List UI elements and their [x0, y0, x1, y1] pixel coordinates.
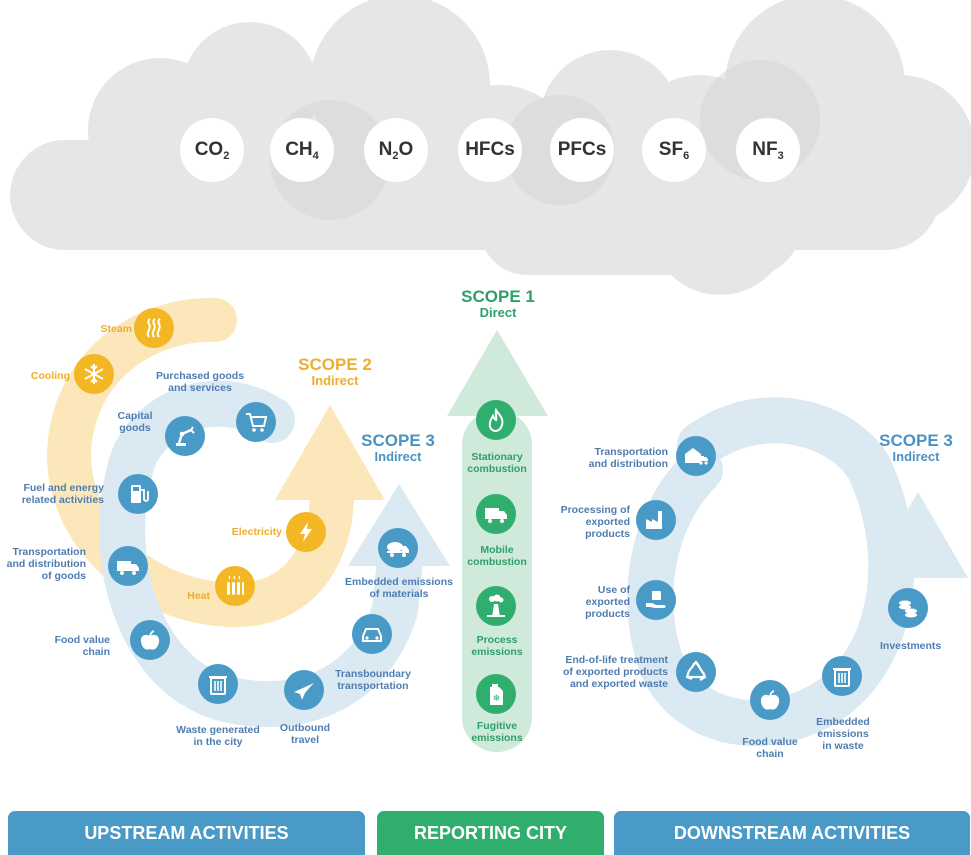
- car-icon: [352, 614, 392, 654]
- gas-sf6-sub: 6: [683, 150, 690, 162]
- label-transport-dist: Transportation and distribution: [588, 446, 668, 470]
- label-fuel-energy: Fuel and energy related activities: [21, 482, 104, 506]
- scope2-title: SCOPE 2: [298, 355, 372, 374]
- gas-pfcs-label: PFCs: [557, 139, 607, 160]
- label-mobile: Mobile combustion: [467, 544, 527, 568]
- scope3-upstream-heading: SCOPE 3 Indirect: [345, 432, 451, 463]
- label-capital-goods: Capital goods: [117, 410, 153, 434]
- flame-icon: [476, 400, 516, 440]
- gas-nf3-base: NF: [752, 139, 778, 160]
- reporting-city-label: REPORTING CITY: [413, 822, 567, 843]
- label-process: Process emissions: [471, 634, 523, 658]
- scope2-arrowhead: [275, 405, 385, 500]
- gas-pfcs: PFCs: [550, 118, 614, 182]
- shopping-cart-icon: [236, 402, 276, 442]
- gas-ch4-base: CH: [285, 139, 313, 160]
- reporting-city-bar: REPORTING CITY: [377, 811, 604, 855]
- recycle-icon: [676, 652, 716, 692]
- factory-icon: [636, 500, 676, 540]
- steam-icon: [134, 308, 174, 348]
- gas-n2o-a: N: [378, 139, 393, 160]
- apple-icon: [750, 680, 790, 720]
- label-purchased-goods: Purchased goods and services: [155, 370, 245, 394]
- scope3-downstream-subtitle: Indirect: [892, 448, 940, 464]
- scope2-heading: SCOPE 2 Indirect: [280, 356, 390, 387]
- coins-icon: [888, 588, 928, 628]
- radiator-icon: [215, 566, 255, 606]
- label-investments: Investments: [880, 640, 942, 652]
- scope3-downstream-heading: SCOPE 3 Indirect: [866, 432, 966, 463]
- downstream-activities-bar: DOWNSTREAM ACTIVITIES: [614, 811, 970, 855]
- airplane-icon: [284, 670, 324, 710]
- scope3-upstream-subtitle: Indirect: [374, 448, 422, 464]
- scope1-title: SCOPE 1: [461, 287, 535, 306]
- gas-sf6-base: SF: [658, 139, 684, 160]
- scope1-heading: SCOPE 1 Direct: [440, 288, 556, 319]
- label-food-value-chain-up: Food value chain: [54, 634, 110, 658]
- scope1-subtitle: Direct: [479, 304, 517, 320]
- cement-truck-icon: [378, 528, 418, 568]
- label-fugitive: Fugitive emissions: [471, 720, 523, 744]
- robot-arm-icon: [165, 416, 205, 456]
- scope3-downstream-title: SCOPE 3: [879, 431, 953, 450]
- scope2-subtitle: Indirect: [311, 372, 359, 388]
- label-cooling: Cooling: [30, 370, 70, 382]
- label-embedded-waste: Embedded emissions in waste: [816, 716, 870, 752]
- truck-icon: [476, 494, 516, 534]
- label-stationary: Stationary combustion: [467, 451, 527, 475]
- gas-n2o-sub: 2: [392, 150, 399, 162]
- label-transboundary: Transboundary transportation: [335, 668, 411, 692]
- warehouse-truck-icon: [676, 436, 716, 476]
- delivery-truck-icon: [108, 546, 148, 586]
- scope3-upstream-arrowhead: [348, 484, 450, 566]
- gas-n2o-b: O: [398, 139, 414, 160]
- svg-text:❄: ❄: [493, 694, 501, 704]
- label-steam: Steam: [100, 323, 132, 335]
- gas-hfcs-label: HFCs: [465, 139, 515, 160]
- scope1-arrowhead: [447, 330, 548, 416]
- fuel-pump-icon: [118, 474, 158, 514]
- trash-bin-icon: [822, 656, 862, 696]
- upstream-activities-label: UPSTREAM ACTIVITIES: [84, 822, 289, 843]
- lightning-icon: [286, 512, 326, 552]
- hand-product-icon: [636, 580, 676, 620]
- label-transport-goods: Transportation and distribution of goods: [6, 546, 86, 582]
- apple-icon: [130, 620, 170, 660]
- label-electricity: Electricity: [231, 526, 282, 538]
- label-processing: Processing of exported products: [560, 504, 630, 540]
- scope1-shaft: [462, 410, 532, 752]
- trash-bin-icon: [198, 664, 238, 704]
- label-food-value-chain-down: Food value chain: [742, 736, 798, 760]
- snowflake-icon: [74, 354, 114, 394]
- gas-co2-base: CO: [194, 139, 224, 160]
- gas-ch4-sub: 4: [312, 150, 319, 162]
- label-use-exported: Use of exported products: [585, 584, 630, 620]
- label-embedded-materials: Embedded emissions of materials: [345, 576, 453, 600]
- label-end-of-life: End-of-life treatment of exported produc…: [562, 654, 668, 690]
- gas-hfcs: HFCs: [458, 118, 522, 182]
- factory-smoke-icon: [476, 586, 516, 626]
- downstream-activities-label: DOWNSTREAM ACTIVITIES: [673, 822, 911, 843]
- upstream-activities-bar: UPSTREAM ACTIVITIES: [8, 811, 365, 855]
- scope3-upstream-title: SCOPE 3: [361, 431, 435, 450]
- gas-canister-icon: ❄: [476, 674, 516, 714]
- label-heat: Heat: [187, 590, 210, 602]
- label-waste-generated: Waste generated in the city: [176, 724, 260, 748]
- gas-nf3-sub: 3: [777, 150, 784, 162]
- gas-co2-sub: 2: [223, 150, 230, 162]
- scope3-downstream-arrowhead: [868, 492, 968, 578]
- label-outbound-travel: Outbound travel: [279, 722, 331, 746]
